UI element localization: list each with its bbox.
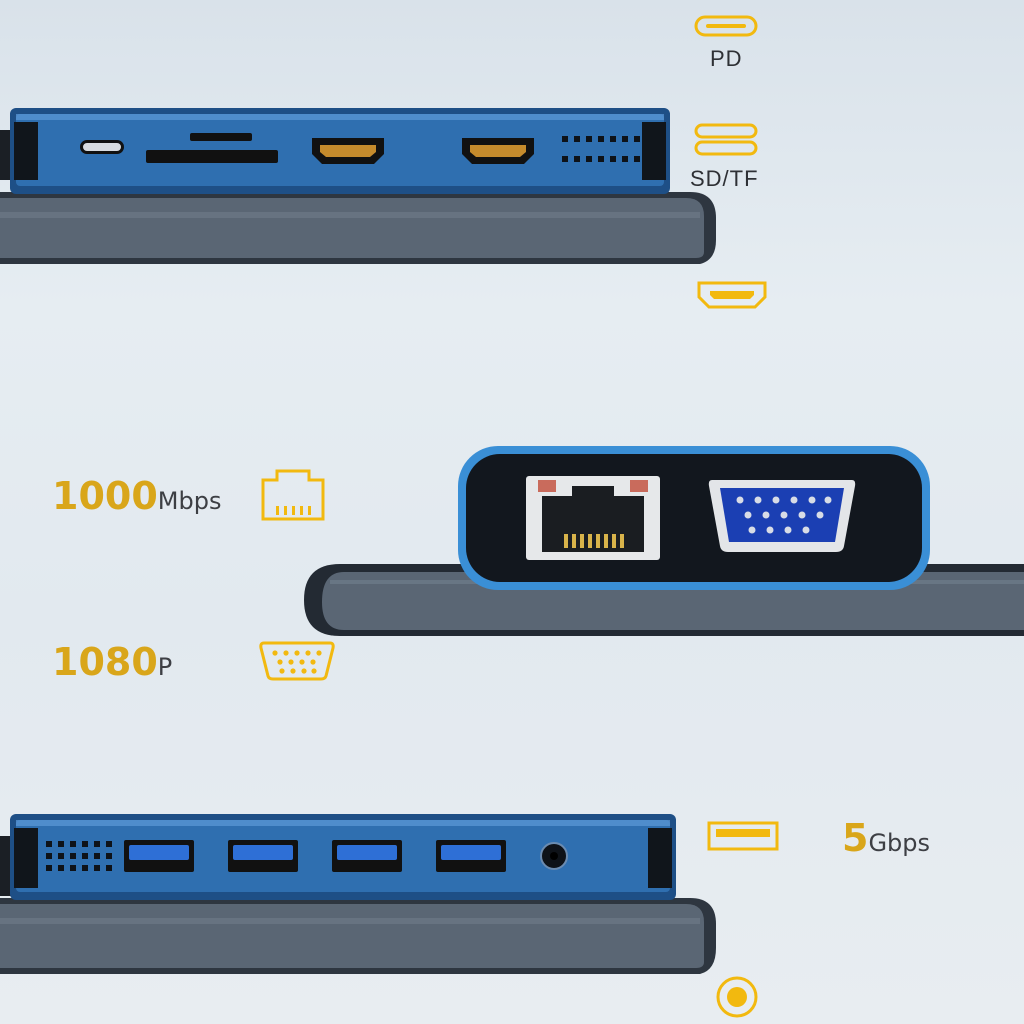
micro-sd-slot	[190, 133, 252, 141]
sd-card-slot	[146, 150, 278, 163]
usb-a-port-3	[332, 840, 402, 872]
ethernet-speed-number: 1000	[52, 474, 158, 518]
usb-a-port-4	[436, 840, 506, 872]
vga-port	[706, 476, 858, 556]
vga-resolution-unit: P	[157, 653, 173, 681]
usb-a-port-2	[228, 840, 298, 872]
usb-c-icon	[694, 14, 758, 38]
audio-jack-port	[540, 842, 568, 870]
hdmi-port-2	[460, 136, 536, 166]
middle-hub-scene	[300, 440, 1024, 640]
audio-jack-icon	[714, 974, 760, 1020]
usb-a-icon	[706, 820, 780, 852]
vga-resolution-number: 1080	[52, 640, 158, 684]
pd-label: PD	[710, 46, 743, 71]
vga-resolution-text: 1080P	[52, 640, 172, 684]
usb-speed-text: 5Gbps	[842, 816, 930, 860]
vga-icon	[258, 640, 336, 682]
vent-grille-bottom	[44, 838, 122, 874]
top-hub-scene	[0, 100, 720, 270]
ethernet-icon	[260, 468, 326, 522]
hdmi-port-1	[310, 136, 386, 166]
sd-card-icon	[694, 122, 758, 158]
usb-c-port	[80, 140, 124, 154]
ethernet-speed-text: 1000Mbps	[52, 474, 221, 518]
hdmi-icon	[696, 280, 768, 310]
usb-speed-unit: Gbps	[868, 829, 931, 857]
usb-speed-number: 5	[842, 816, 869, 860]
bottom-hub-scene	[0, 808, 720, 980]
ethernet-speed-unit: Mbps	[157, 487, 222, 515]
vent-grille-top	[560, 132, 640, 166]
sd-tf-label: SD/TF	[690, 166, 759, 191]
usb-a-port-1	[124, 840, 194, 872]
ethernet-port	[524, 474, 662, 562]
